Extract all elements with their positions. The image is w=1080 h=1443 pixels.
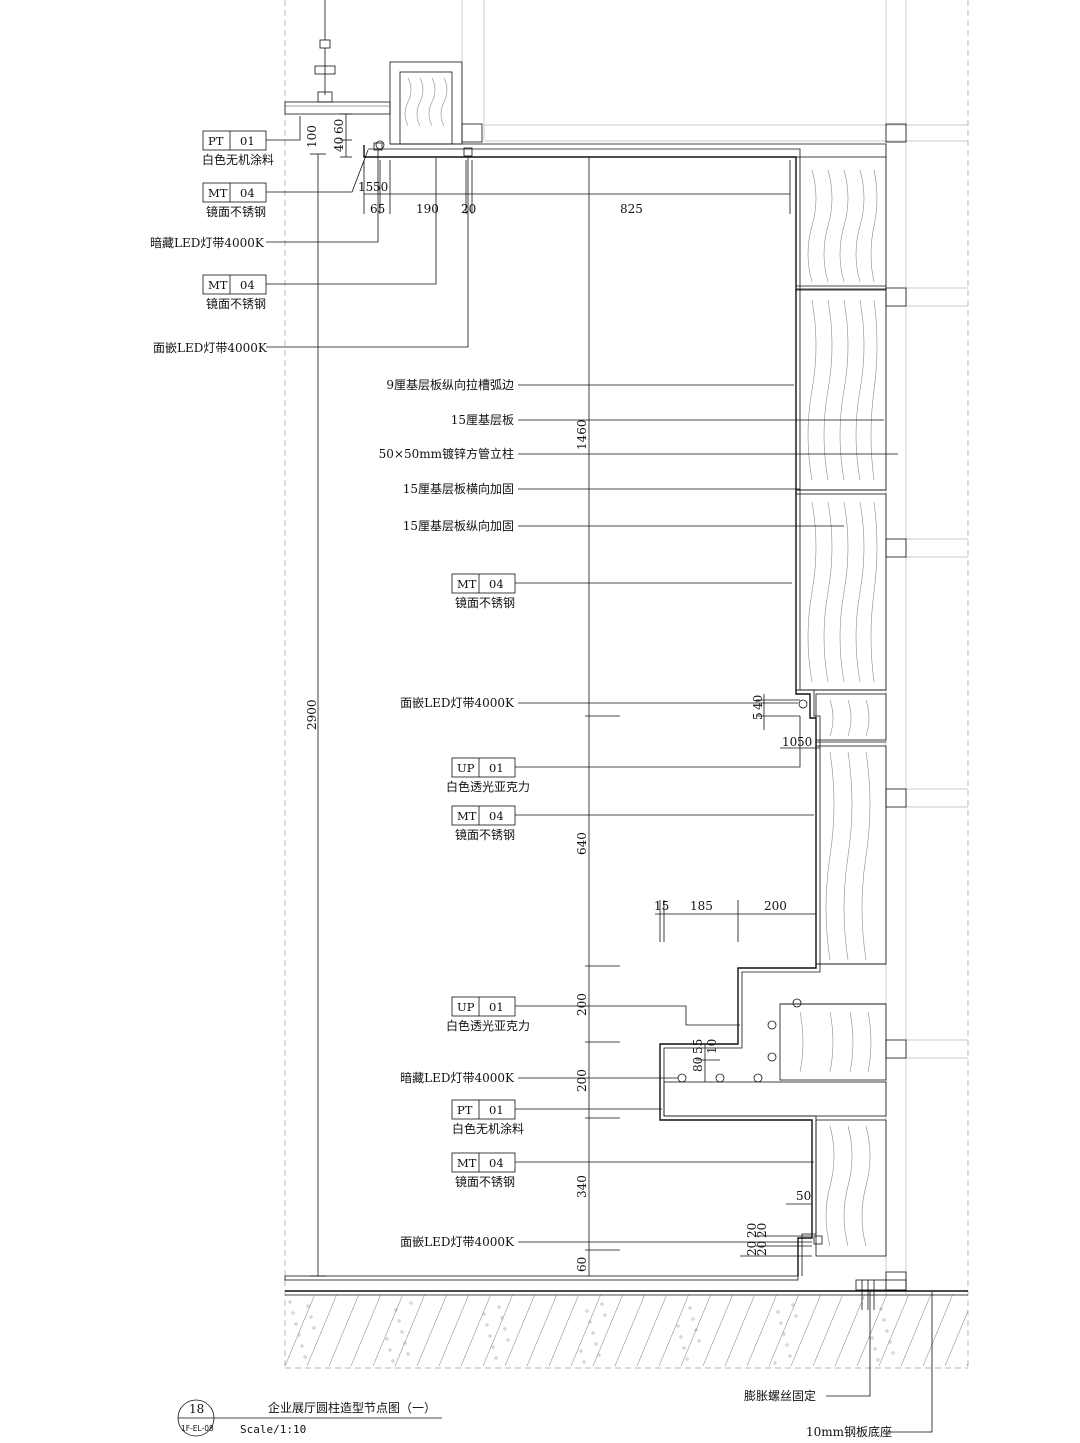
label-embedded-led-top: 面嵌LED灯带4000K (153, 341, 268, 355)
ceiling-detail (284, 0, 463, 145)
tag-code: MT (208, 278, 228, 292)
dim-40: 40 (332, 137, 346, 152)
tag-number: 04 (489, 1156, 504, 1170)
tag-mt04: MT 04 镜面不锈钢 (202, 149, 369, 219)
dim-10b: 10 (705, 1039, 719, 1054)
tag-up01: UP 01 白色透光亚克力 (446, 996, 740, 1033)
tag-number: 04 (240, 278, 255, 292)
tag-code: UP (457, 761, 475, 775)
dim-5: 5 (751, 712, 765, 720)
tag-caption: 白色透光亚克力 (446, 1018, 530, 1033)
tag-mt04: MT 04 镜面不锈钢 (451, 805, 814, 842)
label-hidden-led-bottom: 暗藏LED灯带4000K (400, 1070, 515, 1085)
dim-50c: 50 (796, 1189, 811, 1203)
tag-number: 01 (489, 761, 504, 775)
label-embedded-led-mid: 面嵌LED灯带4000K (400, 696, 515, 710)
plywood-panels (663, 156, 887, 1257)
tag-caption: 白色透光亚克力 (446, 779, 530, 794)
tag-number: 04 (240, 186, 255, 200)
dim-20b: 20 (755, 1223, 769, 1238)
label-steel-tube-column: 50×50mm镀锌方管立柱 (379, 446, 514, 461)
tag-code: PT (208, 134, 224, 148)
drawing-title: 企业展厅圆柱造型节点图（一） (268, 1400, 436, 1415)
dim-200a: 200 (575, 993, 589, 1016)
leader-labels: 暗藏LED灯带4000K 面嵌LED灯带4000K 9厘基层板纵向拉槽弧边 15… (150, 150, 933, 1439)
drawing-scale: Scale/1:10 (240, 1423, 306, 1436)
tag-number: 01 (489, 1000, 504, 1014)
tag-mt04: MT 04 镜面不锈钢 (202, 158, 437, 311)
tag-caption: 镜面不锈钢 (206, 204, 266, 219)
tag-number: 01 (240, 134, 255, 148)
dim-55: 55 (691, 1039, 705, 1054)
tag-caption: 镜面不锈钢 (455, 595, 515, 610)
dim-20a: 20 (745, 1223, 759, 1238)
label-vertical-reinforcement: 15厘基层板纵向加固 (403, 518, 514, 533)
concrete-hatch (284, 1293, 969, 1367)
steel-tubes (461, 123, 907, 1291)
dim-825: 825 (620, 202, 643, 216)
tag-caption: 镜面不锈钢 (455, 827, 515, 842)
tag-number: 01 (489, 1103, 504, 1117)
dim-200: 200 (764, 899, 787, 913)
dim-20: 20 (461, 202, 476, 216)
tag-code: MT (457, 1156, 477, 1170)
dim-1460: 1460 (575, 419, 589, 450)
tag-pt01: PT 01 白色无机涂料 (202, 116, 301, 167)
label-horizontal-reinforcement: 15厘基层板横向加固 (403, 481, 514, 496)
drawing-number: 18 (189, 1402, 204, 1416)
dim-15: 15 (358, 180, 373, 194)
tag-number: 04 (489, 809, 504, 823)
dim-185: 185 (690, 899, 713, 913)
tag-caption: 镜面不锈钢 (455, 1174, 515, 1189)
dim-50b: 50 (797, 735, 812, 749)
label-steel-base-plate: 10mm钢板底座 (806, 1424, 892, 1439)
label-embedded-led-bottom: 面嵌LED灯带4000K (400, 1235, 515, 1249)
label-hidden-led-top: 暗藏LED灯带4000K (150, 235, 265, 250)
dimension-values: 100 40 60 15 50 65 190 20 825 2900 1460 … (305, 119, 812, 1272)
label-15mm-board: 15厘基层板 (451, 413, 514, 427)
tag-caption: 白色无机涂料 (202, 152, 274, 167)
tag-code: PT (457, 1103, 473, 1117)
dim-100: 100 (305, 125, 319, 148)
tag-caption: 镜面不锈钢 (206, 296, 266, 311)
sheet-reference: 1F-EL-08 (181, 1424, 214, 1433)
dim-640: 640 (575, 832, 589, 855)
dim-10: 10 (782, 735, 797, 749)
dim-2900: 2900 (305, 699, 319, 730)
tag-pt01: PT 01 白色无机涂料 (451, 1099, 662, 1136)
tag-number: 04 (489, 577, 504, 591)
dim-20c: 20 (745, 1241, 759, 1256)
dim-200b: 200 (575, 1069, 589, 1092)
dimension-lines (310, 113, 820, 1277)
dim-60: 60 (332, 119, 346, 134)
tag-mt04: MT 04 镜面不锈钢 (451, 573, 792, 610)
label-9mm-grooved-board: 9厘基层板纵向拉槽弧边 (386, 377, 514, 392)
tag-mt04: MT 04 镜面不锈钢 (451, 1152, 814, 1189)
floor-slab (284, 1275, 968, 1310)
tag-code: MT (457, 577, 477, 591)
dim-40b: 40 (751, 695, 765, 710)
dim-20d: 20 (755, 1241, 769, 1256)
tag-up01: UP 01 白色透光亚克力 (446, 716, 801, 794)
dim-50: 50 (373, 180, 388, 194)
label-expansion-bolt: 膨胀螺丝固定 (744, 1388, 816, 1403)
tag-code: MT (457, 809, 477, 823)
dim-190: 190 (416, 202, 439, 216)
tag-code: UP (457, 1000, 475, 1014)
tag-caption: 白色无机涂料 (452, 1121, 524, 1136)
dim-340: 340 (575, 1175, 589, 1198)
dim-15b: 15 (654, 899, 669, 913)
tag-code: MT (208, 186, 228, 200)
title-block: 18 1F-EL-08 企业展厅圆柱造型节点图（一） Scale/1:10 (177, 1399, 442, 1437)
dim-60b: 60 (575, 1257, 589, 1272)
material-tags: PT 01 白色无机涂料 MT 04 镜面不锈钢 MT 04 镜面不锈钢 M (202, 116, 814, 1189)
dim-80: 80 (691, 1057, 705, 1072)
